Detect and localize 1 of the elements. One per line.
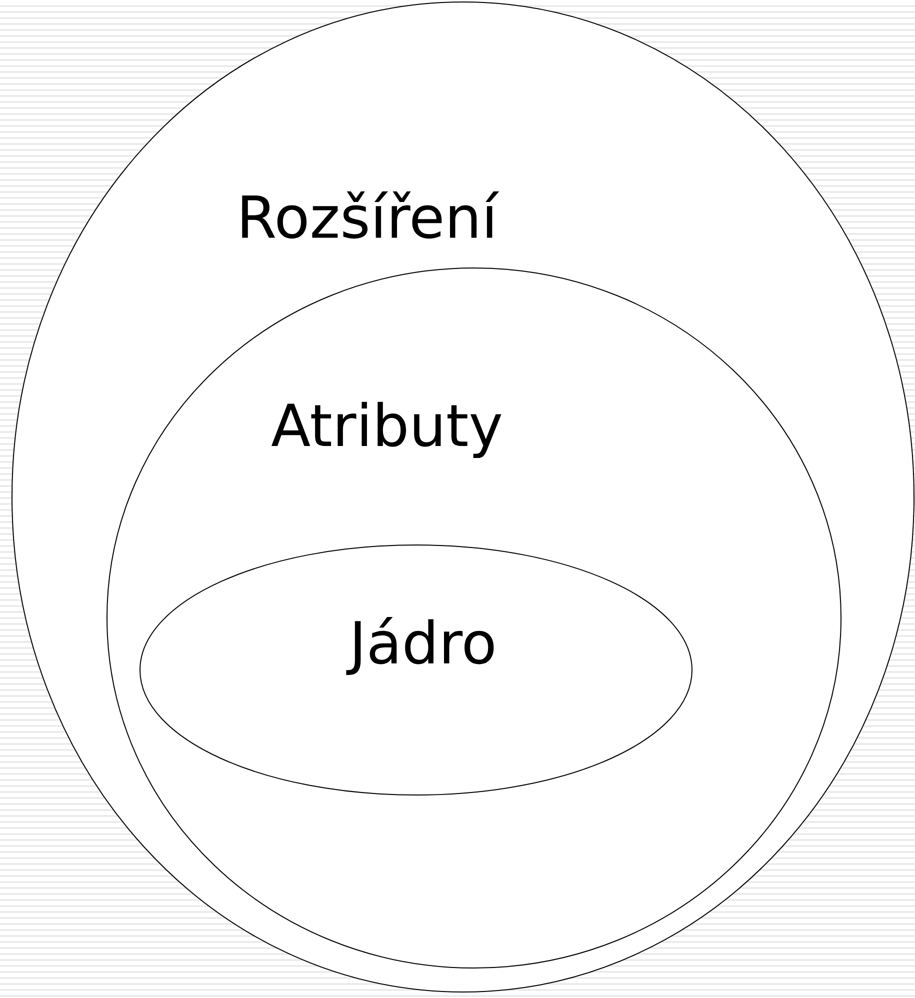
node-label: Rozšíření [242, 191, 500, 239]
